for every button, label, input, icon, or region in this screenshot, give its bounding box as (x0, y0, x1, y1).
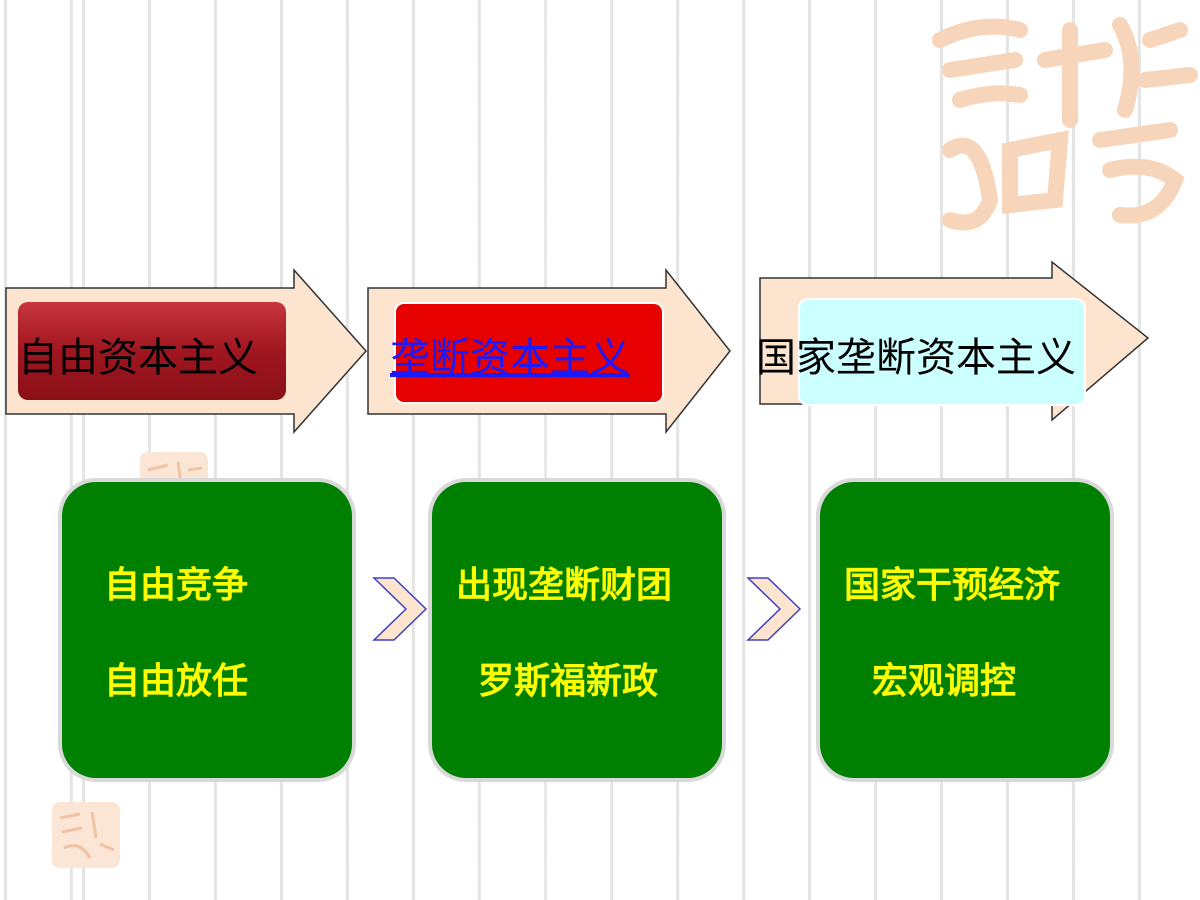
panel-state-monopoly-capitalism: 国家干预经济 宏观调控 (820, 482, 1110, 778)
chevron-right-icon (372, 577, 428, 641)
stage-label-state-monopoly-capitalism: 国家垄断资本主义 (756, 335, 1076, 381)
panel-monopoly-capitalism: 出现垄断财团 罗斯福新政 (432, 482, 722, 778)
stage-box-monopoly-capitalism (394, 302, 664, 404)
panel-line: 宏观调控 (872, 661, 1017, 702)
decorative-seal-icon (52, 802, 120, 868)
panel-line: 自由竞争 (104, 565, 249, 606)
decorative-seal-icon (932, 17, 1198, 231)
panel-line: 出现垄断财团 (456, 565, 673, 606)
panel-line: 罗斯福新政 (478, 661, 659, 702)
stage-box-state-monopoly-capitalism (798, 298, 1086, 406)
panel-line: 自由放任 (104, 661, 249, 702)
stage-box-free-capitalism (18, 302, 286, 400)
stage-label-monopoly-capitalism: 垄断资本主义 (390, 335, 630, 381)
panel-line: 国家干预经济 (844, 565, 1061, 606)
panel-free-capitalism: 自由竞争 自由放任 (62, 482, 352, 778)
chevron-right-icon (746, 577, 802, 641)
stage-label-free-capitalism: 自由资本主义 (18, 335, 258, 381)
